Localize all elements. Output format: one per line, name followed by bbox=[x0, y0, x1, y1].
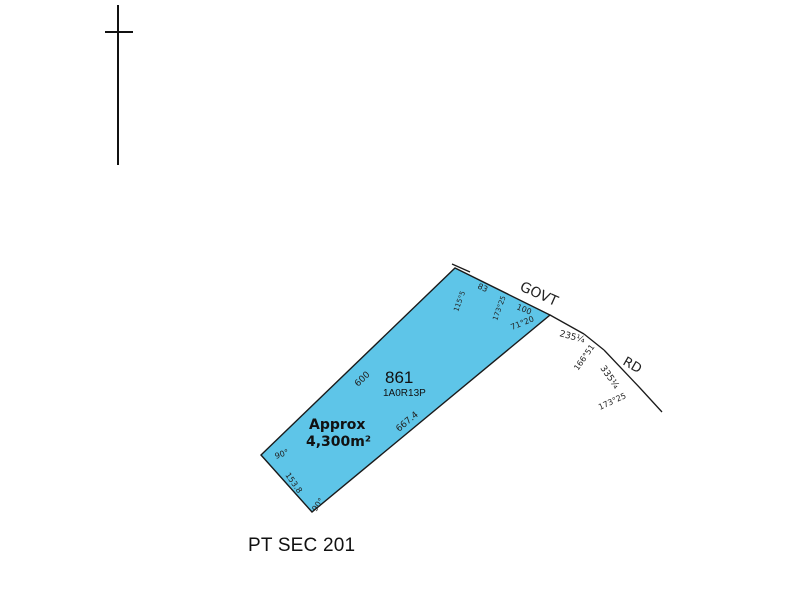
approx-area: 4,300m² bbox=[306, 434, 371, 450]
road-segment-2: 335¼ bbox=[598, 364, 621, 391]
road-angle-1: 166°51 bbox=[572, 343, 596, 372]
north-top-length: 83 bbox=[476, 282, 489, 294]
north-arrow-icon bbox=[105, 5, 133, 165]
approx-label: Approx bbox=[309, 417, 365, 433]
lot-area-imperial: 1A0R13P bbox=[383, 388, 426, 399]
road-segment-1: 235¼ bbox=[558, 329, 586, 345]
road-angle-2: 173°25 bbox=[597, 391, 627, 412]
road-boundary bbox=[451, 263, 663, 413]
section-label: PT SEC 201 bbox=[248, 535, 356, 556]
lot-number: 861 bbox=[385, 368, 413, 387]
road-name-rd: RD bbox=[620, 354, 644, 377]
